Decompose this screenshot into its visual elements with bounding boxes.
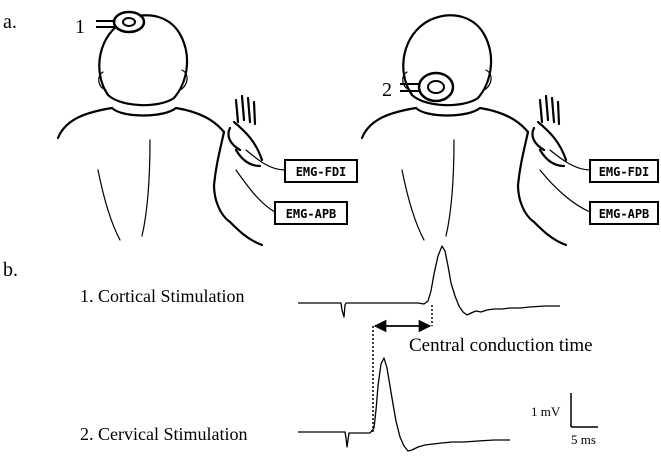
back-lines [98, 140, 150, 240]
panel-b-label: b. [3, 259, 18, 281]
back-lines [402, 140, 454, 240]
scale-voltage-label: 1 mV [531, 404, 561, 419]
scale-bar [571, 393, 598, 427]
trace-1-label: 1. Cortical Stimulation [80, 286, 245, 306]
hand [532, 96, 566, 166]
collar [416, 108, 480, 116]
coil-2-number: 2 [382, 79, 392, 101]
lead-apb [236, 170, 275, 212]
panel-a-label: a. [3, 11, 17, 33]
emg-apb-label-left: EMG-APB [286, 207, 337, 221]
head-outline [99, 15, 187, 105]
emg-fdi-label-left: EMG-FDI [296, 165, 347, 179]
hand [228, 96, 262, 166]
shoulders-body [362, 108, 528, 138]
coil-1 [96, 12, 144, 32]
trace-2-label: 2. Cervical Stimulation [80, 424, 247, 444]
trace-1-cortical [298, 246, 560, 317]
conduction-time-label: Central conduction time [409, 335, 593, 356]
shoulders-body [58, 108, 224, 138]
right-figure: EMG-FDI EMG-APB 2 [362, 15, 658, 245]
left-figure: EMG-FDI EMG-APB 1 [58, 12, 357, 245]
coil-1-number: 1 [75, 16, 85, 38]
lead-apb [540, 170, 590, 212]
lead-fdi [550, 150, 590, 170]
scale-time-label: 5 ms [571, 432, 596, 447]
emg-apb-label-right: EMG-APB [599, 207, 650, 221]
emg-fdi-label-right: EMG-FDI [599, 165, 650, 179]
trace-2-cervical [298, 358, 510, 451]
collar [112, 108, 176, 116]
lead-fdi [246, 150, 285, 170]
